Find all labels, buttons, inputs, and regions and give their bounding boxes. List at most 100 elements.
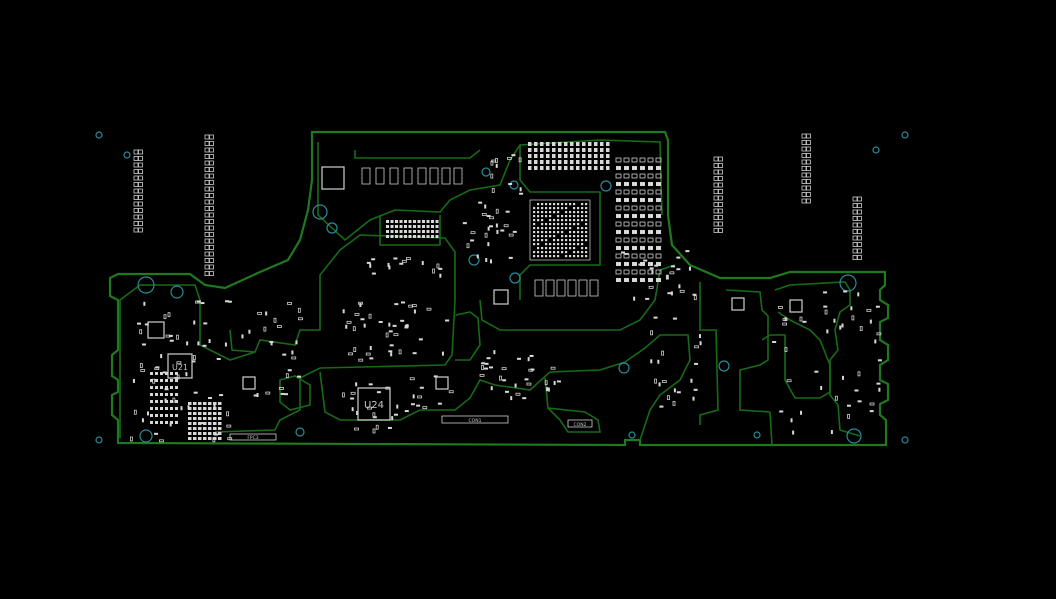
row-pad	[188, 432, 192, 435]
row-pad	[399, 225, 403, 228]
bga-ball	[537, 235, 540, 238]
passive-pad	[633, 296, 636, 301]
row-pad	[175, 407, 178, 410]
passive-pad	[164, 388, 169, 391]
passive-pad	[291, 350, 294, 355]
passive-pad	[185, 372, 188, 377]
bga-ball	[537, 227, 540, 230]
passive-pad	[137, 322, 142, 325]
pad-col-cell	[138, 208, 143, 213]
passive-pad	[869, 410, 874, 413]
passive-pad	[462, 222, 467, 225]
pad-col-cell	[209, 258, 214, 263]
passive-pad	[673, 388, 676, 393]
passive-pad	[546, 387, 549, 392]
passive-pad	[191, 360, 196, 363]
passive-pad	[227, 300, 232, 303]
mem-pad	[375, 167, 385, 185]
bga-ball	[557, 215, 560, 218]
passive-pad	[693, 295, 697, 301]
row-pad	[623, 157, 630, 163]
row-pad	[615, 253, 622, 259]
row-pad	[624, 278, 629, 282]
passive-pad	[388, 322, 391, 327]
bga-ball	[553, 219, 556, 222]
row-pad	[208, 437, 212, 440]
bga-ball	[537, 219, 540, 222]
mem-pad	[545, 279, 555, 297]
passive-pad	[256, 393, 259, 398]
passive-pad	[284, 393, 289, 396]
row-pad	[640, 246, 645, 250]
pad-col-cell	[857, 196, 862, 202]
passive-pad	[777, 306, 783, 309]
row-pad	[203, 437, 207, 440]
passive-pad	[658, 382, 661, 387]
passive-pad	[196, 300, 201, 303]
inner-trace-n	[379, 215, 441, 246]
pad-col-cell	[718, 202, 723, 207]
row-pad	[431, 230, 434, 233]
bga-ball	[545, 203, 548, 206]
bga-ball	[573, 235, 576, 238]
bga-ball	[545, 255, 548, 258]
row-pad	[175, 414, 178, 417]
row-pad	[208, 412, 212, 415]
inner-trace-p	[279, 375, 311, 411]
bga-ball	[537, 231, 540, 234]
bga-ball	[545, 235, 548, 238]
row-pad	[639, 237, 646, 243]
row-pad	[647, 189, 654, 195]
passive-pad	[213, 404, 216, 409]
row-pad	[213, 417, 217, 420]
passive-pad	[510, 396, 513, 401]
bga-ball	[541, 223, 544, 226]
row-pad	[640, 166, 645, 170]
passive-pad	[404, 326, 409, 329]
passive-pad	[367, 406, 372, 410]
passive-pad	[143, 301, 146, 306]
pad-col-cell	[852, 222, 858, 228]
pad-col-cell	[209, 141, 214, 146]
row-pad	[395, 230, 398, 233]
passive-pad	[667, 292, 672, 295]
bga-ball	[557, 203, 560, 206]
pad-col-cell	[713, 215, 719, 220]
bga-ball	[577, 227, 580, 230]
passive-pad	[490, 386, 493, 391]
bga-ball	[565, 235, 568, 238]
pad-col-cell	[138, 182, 143, 187]
pad-rows	[150, 142, 662, 440]
bga-ball	[573, 231, 576, 234]
bga-ball	[569, 255, 572, 258]
row-pad	[155, 393, 158, 396]
row-pad	[417, 225, 421, 228]
row-pad	[170, 372, 173, 375]
row-pad	[656, 182, 661, 186]
mem-pad	[429, 167, 439, 185]
passive-pad	[544, 380, 548, 386]
pad-col-cell	[718, 163, 723, 168]
u21-label: U21	[172, 363, 188, 372]
row-pad	[655, 221, 662, 227]
row-pad	[594, 160, 598, 164]
row-pad	[624, 246, 629, 250]
bga-ball	[557, 211, 560, 214]
passive-pad	[481, 212, 487, 216]
row-pad	[570, 142, 574, 146]
row-pad	[552, 148, 556, 152]
row-pad	[558, 166, 562, 170]
bga-ball	[541, 203, 544, 206]
pad-col-cell	[806, 153, 811, 158]
passive-pad	[422, 406, 428, 410]
row-pad	[170, 421, 173, 424]
row-pad	[155, 400, 158, 403]
row-pad	[170, 386, 173, 389]
passive-pad	[823, 305, 828, 308]
row-pad	[422, 235, 425, 238]
pad-col-cell	[133, 156, 139, 161]
passive-pad	[851, 315, 855, 321]
bga-ball	[541, 211, 544, 214]
row-pad	[558, 160, 562, 164]
